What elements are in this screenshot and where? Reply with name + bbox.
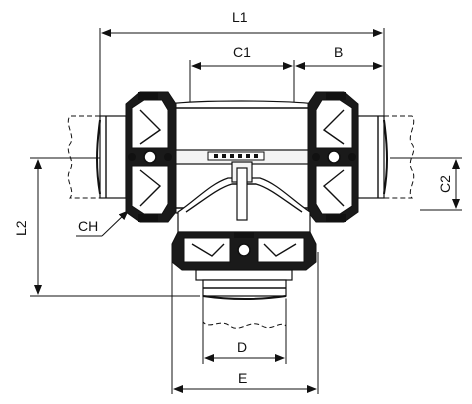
right-pipe-stub [357,115,388,199]
label-l2: L2 [13,220,29,236]
tee-body-branch [177,161,311,233]
label-l1: L1 [232,9,248,25]
right-pipe-phantom [384,115,415,199]
label-ch: CH [78,218,98,234]
left-pipe-stub [96,115,127,199]
bottom-coupling [171,231,317,271]
bottom-pipe-stub [195,269,293,300]
label-b: B [334,44,343,60]
label-d: D [237,339,247,355]
label-c1: C1 [233,44,251,60]
dimension-lines [30,28,462,394]
label-c2: C2 [437,175,453,193]
dimension-labels: L1 C1 B C2 L2 CH D E [13,9,453,386]
left-coupling [125,91,177,223]
left-pipe-phantom [67,115,100,199]
label-e: E [238,370,247,386]
bottom-pipe-phantom [202,296,287,329]
right-coupling [307,91,359,223]
